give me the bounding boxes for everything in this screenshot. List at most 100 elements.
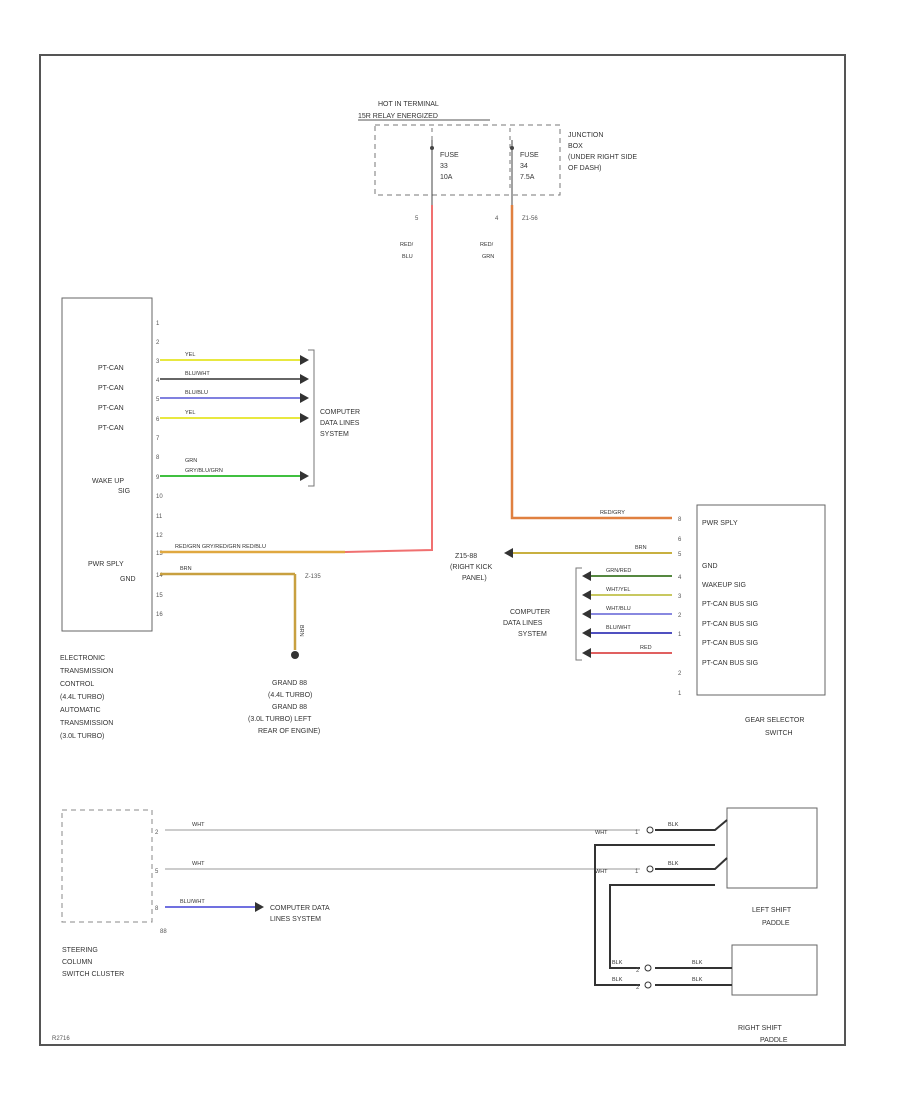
- etc-arrow-9: [300, 471, 309, 481]
- etc-title: ELECTRONIC TRANSMISSION CONTROL (4.4L TU…: [60, 655, 113, 740]
- paddle-blk-4: BLK: [612, 977, 623, 983]
- fuse-33-label-c: 10A: [440, 174, 453, 181]
- gss-pin-4: 3: [678, 594, 682, 600]
- etc-power-wires: RED/GRN GRY/RED/GRN RED/BLU BRN Z-135 BR…: [160, 544, 345, 735]
- etc-can-wires: YEL BLU/WHT BLU/BLU YEL GRN GRY/BLU/GRN …: [160, 349, 360, 487]
- fuse-34-label-c: 7.5A: [520, 174, 535, 181]
- paddle-wire-b: [655, 857, 728, 870]
- gss-wire-2-label: BLU/WHT: [606, 625, 631, 631]
- left-paddle-title-2: PADDLE: [762, 920, 790, 927]
- right-paddle-box: [731, 944, 818, 996]
- paddle-connector-c: [644, 964, 652, 972]
- steering-column-switch: 2 5 8 88 WHT WHT BLU/WHT COMPUTER DATA L…: [61, 809, 640, 978]
- wire-red-blu-label-b: BLU: [402, 254, 413, 260]
- gss-pin-extra-0: 2: [678, 671, 682, 677]
- left-paddle-title-1: LEFT SHIFT: [752, 907, 792, 914]
- gss-ground-ref-2: (RIGHT KICK: [450, 564, 493, 571]
- gss-arrow-3: [582, 609, 591, 619]
- cdl-right-1: COMPUTER: [510, 609, 550, 616]
- etc-pin-4: 4: [156, 378, 160, 384]
- wire-red-blu-label-a: RED/: [400, 242, 414, 248]
- cdl-bracket-right: [575, 567, 582, 661]
- etc-pin-9: 9: [156, 475, 160, 481]
- left-paddle-box: [726, 807, 818, 889]
- etc-pin-3: 3: [156, 359, 160, 365]
- etc-gnd: GND: [120, 576, 136, 583]
- etc-pin-10: 10: [156, 494, 163, 500]
- etc-pt-can-2: PT-CAN: [98, 385, 124, 392]
- paddle-wht-2: WHT: [595, 869, 608, 875]
- fuse-34-connector: Z1-56: [522, 216, 538, 222]
- gss-ground-ref-1: Z15-88: [455, 553, 477, 560]
- etc-wakeup-2: SIG: [118, 488, 130, 495]
- etc-pin-12: 12: [156, 533, 163, 539]
- shift-paddles: WHT WHT 1 1 2 2 BLK BLK BLK BLK BLK BLK …: [594, 807, 818, 1044]
- etc-pin-14: 14: [156, 573, 163, 579]
- etc-title-7: (3.0L TURBO): [60, 733, 104, 740]
- gss-label-1: GND: [702, 563, 718, 570]
- steering-pin-5: 5: [155, 869, 159, 875]
- gss-arrow-5: [582, 571, 591, 581]
- paddle-wht-1: WHT: [595, 830, 608, 836]
- wire-red-grn-fuse34: [510, 205, 672, 520]
- paddle-connector-a: [646, 826, 654, 834]
- ground-point: [291, 651, 299, 659]
- paddle-blk-2: BLK: [668, 861, 679, 867]
- cdl-left-2: DATA LINES: [320, 420, 360, 427]
- junction-box-label-2: BOX: [568, 143, 583, 150]
- paddle-blk-5: BLK: [692, 960, 703, 966]
- junction-box-label-3: (UNDER RIGHT SIDE: [568, 154, 637, 161]
- cdl-bracket-left: [308, 349, 315, 487]
- etc-pin-1: 1: [156, 321, 160, 327]
- gss-pin-0: 8: [678, 517, 682, 523]
- steering-pin-8: 8: [155, 906, 159, 912]
- etc-arrow-4: [300, 374, 309, 384]
- cdl-right-2: DATA LINES: [503, 620, 543, 627]
- etc-pwr-sply: PWR SPLY: [88, 561, 124, 568]
- etc-wire-6-label: YEL: [185, 410, 195, 416]
- paddle-blk-3: BLK: [612, 960, 623, 966]
- gss-label-0: PWR SPLY: [702, 520, 738, 527]
- etc-pin-6: 6: [156, 417, 160, 423]
- etc-arrow-5: [300, 393, 309, 403]
- wire-red-grn-label-b: GRN: [482, 254, 494, 260]
- steering-wire-1-label: WHT: [192, 822, 205, 828]
- etc-gnd-wire-label: BRN: [180, 566, 192, 572]
- gss-gnd-wire-label: BRN: [635, 545, 647, 551]
- steering-wire-3-label: BLU/WHT: [180, 899, 205, 905]
- gss-pin-3: 4: [678, 575, 682, 581]
- right-paddle-title-2: PADDLE: [760, 1037, 788, 1044]
- gss-title-1: GEAR SELECTOR: [745, 717, 804, 724]
- fuse-33-label-a: FUSE: [440, 152, 459, 159]
- junction-box-label-1: JUNCTION: [568, 132, 603, 139]
- diagram-code: R2716: [52, 1036, 70, 1042]
- etc-connector-label: Z-135: [305, 574, 321, 580]
- gss-ground-ref-3: PANEL): [462, 575, 487, 582]
- gss-pin-6: 1: [678, 632, 682, 638]
- gss-wire-5-label: GRN/RED: [606, 568, 631, 574]
- etc-pt-can-3: PT-CAN: [98, 405, 124, 412]
- ground-ref-1: GRAND 88: [272, 680, 307, 687]
- steering-pin-2: 2: [155, 830, 159, 836]
- etc-wire-3-label: YEL: [185, 352, 195, 358]
- etc-pin-13: 13: [156, 551, 163, 557]
- etc-title-2: TRANSMISSION: [60, 668, 113, 675]
- steering-title-1: STEERING: [62, 947, 98, 954]
- gss-pin-extra-1: 1: [678, 691, 682, 697]
- fuse-33-label-b: 33: [440, 163, 448, 170]
- ground-ref-2: (4.4L TURBO): [268, 692, 312, 699]
- steering-title-2: COLUMN: [62, 959, 92, 966]
- paddle-connector-d: [644, 981, 652, 989]
- steering-cdl-2: LINES SYSTEM: [270, 916, 321, 923]
- ground-ref-4: (3.0L TURBO) LEFT: [248, 716, 312, 723]
- gss-arrow-1: [582, 648, 591, 658]
- etc-wakeup-1: WAKE UP: [92, 478, 124, 485]
- gss-pwr-wire-label: RED/GRY: [600, 510, 625, 516]
- etc-title-5: AUTOMATIC: [60, 707, 101, 714]
- gss-wire-3-label: WHT/BLU: [606, 606, 631, 612]
- junction-box-outline: [374, 124, 561, 196]
- gss-label-4: PT-CAN BUS SIG: [702, 621, 758, 628]
